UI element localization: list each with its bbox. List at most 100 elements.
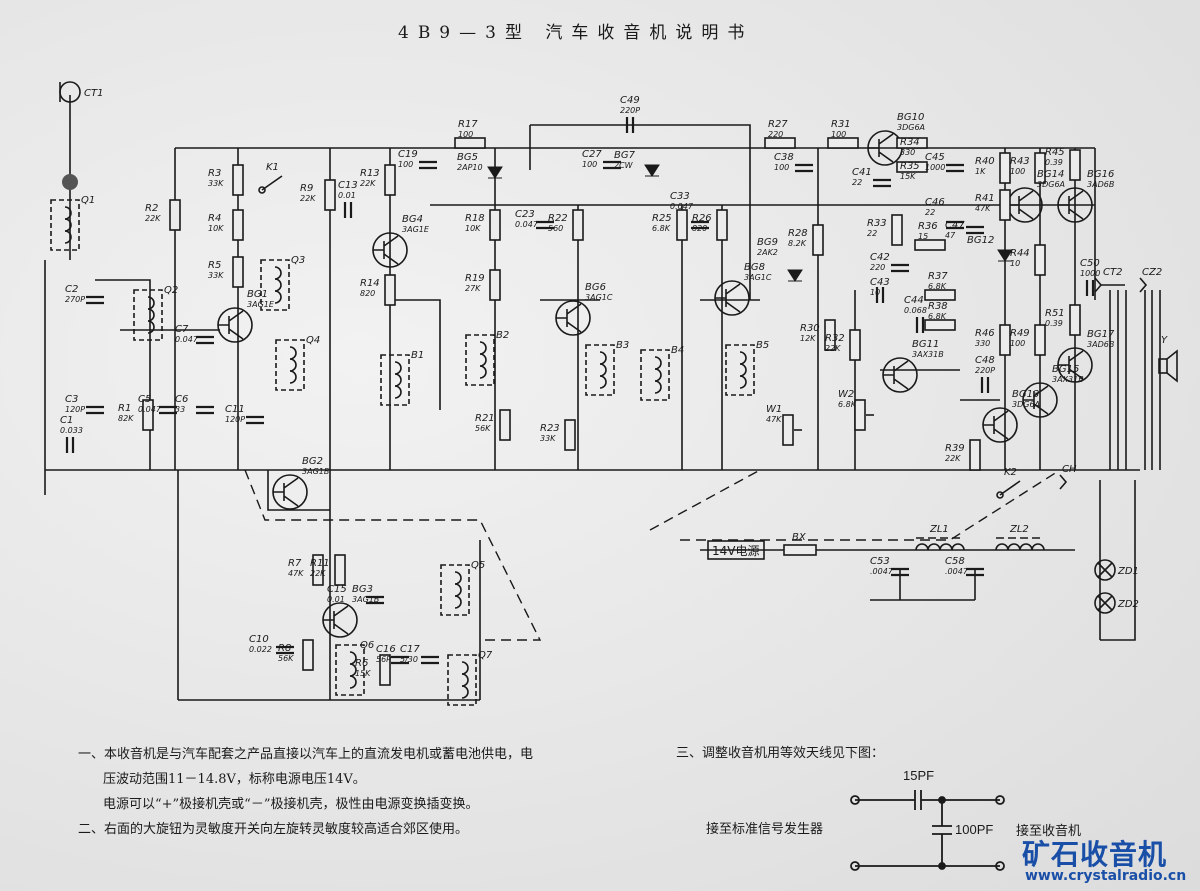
component-ref: C49 [620,95,640,106]
component-value: 22 [852,178,862,187]
notes-section: 一、本收音机是与汽车配套之产品直接以汽车上的直流发电机或蓄电池供电，电 压波动范… [78,742,533,842]
component-ref: BG11 [912,339,939,350]
component-value: 3AG1C [744,273,772,282]
label-ct2: CT2 [1103,267,1122,278]
component-r6-resistor [379,654,391,686]
component-c17-cap [421,655,439,665]
component-q5-coil [440,564,470,616]
component-ref: C1 [60,415,73,426]
component-ref: W1 [766,404,782,415]
note-1-line-1: 一、本收音机是与汽车配套之产品直接以汽车上的直流发电机或蓄电池供电，电 [78,747,534,762]
label-q1: Q1 [81,195,95,206]
component-r45-resistor [1069,149,1081,181]
label-b5: B5 [756,340,769,351]
component-r37-resistor-h [924,289,956,301]
component-ref: Q4 [306,335,320,346]
component-r22-resistor [572,209,584,241]
component-c44-cap-h [915,317,925,333]
component-ref: CZ2 [1142,267,1162,278]
label-zl2: ZL2 [1009,524,1029,535]
component-ref: R38 [928,301,948,312]
component-value: 33 [175,405,185,414]
component-value: 100 [831,130,846,139]
component-ref: Q3 [291,255,305,266]
component-b4-coil [640,349,670,401]
watermark-url: www.crystalradio.cn [1025,868,1187,884]
component-c10-cap [276,645,294,655]
component-c38-cap [795,163,813,173]
component-ref: BG17 [1087,329,1115,340]
component-ref: C41 [852,167,872,178]
component-ref: R26 [692,213,712,224]
component-value: 12K [800,334,816,343]
component-r11-resistor [334,554,346,586]
component-ref: Q6 [360,640,374,651]
component-ref: K1 [266,162,279,173]
component-bg16-transistor [1057,187,1093,223]
component-value: 33K [208,271,224,280]
component-ref: K2 [1004,467,1017,478]
label-ct1: CT1 [84,88,103,99]
component-value: 0.01 [338,191,356,200]
component-ref: R43 [1010,156,1030,167]
component-y-speaker [1158,349,1178,383]
component-value: 120P [65,405,85,414]
component-value: 56K [278,654,294,663]
component-ref: BG6 [585,282,606,293]
component-zd1-lamp [1094,559,1116,581]
component-r35-resistor-h [896,161,928,173]
component-c42-cap [891,263,909,273]
component-ref: R39 [945,443,965,454]
component-ref: C43 [870,277,890,288]
component-c27-cap [603,160,621,170]
component-c33-cap [691,220,709,230]
label-zl1: ZL1 [929,524,949,535]
component-ref: BG4 [402,214,423,225]
receiver-label: 接至收音机 [1016,824,1082,839]
component-zd2-lamp [1094,592,1116,614]
component-value: 100 [582,160,597,169]
component-ref: C33 [670,191,690,202]
component-bx-fuse [783,544,817,556]
component-ref: R33 [867,218,887,229]
component-ref: R14 [360,278,380,289]
component-value: 3AG1E [247,300,275,309]
component-ref: R5 [208,260,221,271]
component-value: 820 [692,224,707,233]
component-ref: R25 [652,213,672,224]
component-r33-resistor [891,214,903,246]
component-ref: R49 [1010,328,1030,339]
component-r32-resistor [849,329,861,361]
component-ref: ZL1 [929,524,949,535]
label-zd2: ZD2 [1117,599,1139,610]
component-value: 22 [925,208,935,217]
component-bg5-diode [487,166,503,179]
component-value: 10 [1010,259,1020,268]
component-value: 56K [475,424,491,433]
component-b2-coil [465,334,495,386]
component-value: 220P [620,106,640,115]
component-bg1-transistor [217,307,253,343]
component-ref: R30 [800,323,820,334]
component-ref: C3 [65,394,78,405]
